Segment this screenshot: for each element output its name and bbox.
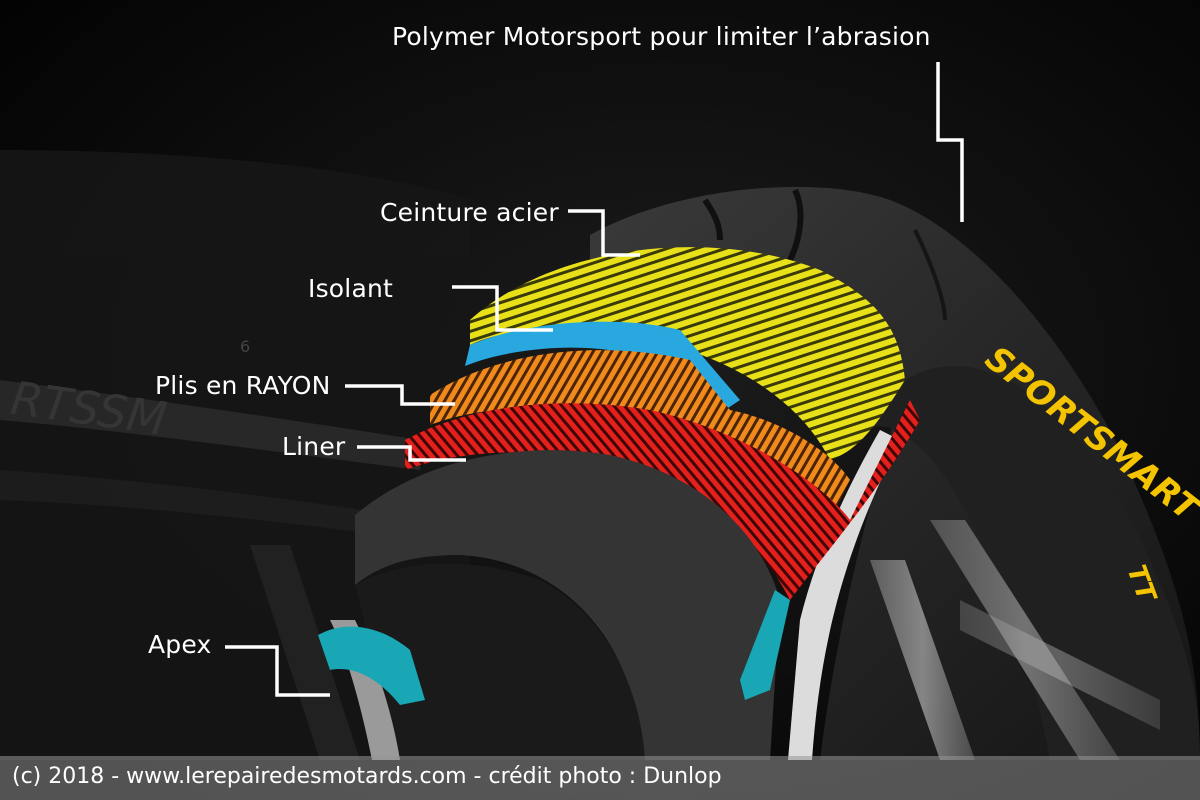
sidewall-mark: 6 xyxy=(240,337,250,356)
label-liner: Liner xyxy=(282,432,346,461)
wheel-spokes xyxy=(870,520,1160,760)
label-ceinture-acier: Ceinture acier xyxy=(380,198,559,227)
tread-groove xyxy=(787,188,804,262)
label-polymer-motorsport: Polymer Motorsport pour limiter l’abrasi… xyxy=(392,22,931,51)
background-tyre: RTSSM 6 xyxy=(0,150,470,760)
liner-layer xyxy=(355,450,780,760)
tread-groove xyxy=(913,229,947,321)
insulator-layer xyxy=(465,321,740,410)
rayon-ply-red xyxy=(405,400,920,600)
callout-line-apex xyxy=(225,645,330,697)
callout-lines xyxy=(225,62,964,697)
callout-line-ceinture xyxy=(568,209,640,257)
steel-belt-layer xyxy=(470,247,905,460)
callout-line-isolant xyxy=(452,285,553,332)
callout-line-polymer xyxy=(936,62,964,222)
tyre-sidewall xyxy=(870,366,1200,760)
callout-line-liner xyxy=(357,445,466,462)
callout-line-plis xyxy=(345,384,455,406)
photo-credit: (c) 2018 - www.lerepairedesmotards.com -… xyxy=(12,764,722,789)
rayon-ply-orange xyxy=(430,350,850,540)
label-apex: Apex xyxy=(148,630,212,659)
rim-edge xyxy=(788,430,900,760)
tread-groove xyxy=(702,198,723,241)
carcass-inner xyxy=(355,563,645,760)
credit-bar xyxy=(0,756,1200,800)
apex-right xyxy=(740,590,790,700)
apex-left xyxy=(318,626,425,705)
label-isolant: Isolant xyxy=(308,274,394,303)
label-plis-rayon: Plis en RAYON xyxy=(155,371,331,400)
